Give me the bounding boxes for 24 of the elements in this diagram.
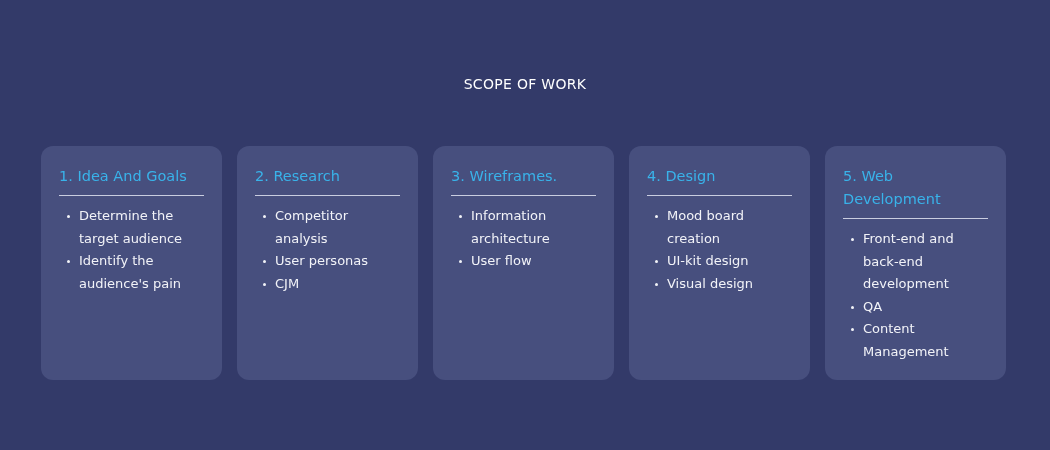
card-heading: 4. Design [647,165,792,196]
bullet-item: Identify the audience's pain [41,250,189,296]
card-heading: 2. Research [255,165,400,196]
bullet-item: Determine the target audience [41,205,189,251]
bullet-item: Mood board creation [629,205,777,251]
scope-card [629,146,810,380]
bullet-item: User flow [433,250,581,273]
bullet-item: Competitor analysis [237,205,385,251]
bullet-item: CJM [237,272,385,296]
diagram-title: SCOPE OF WORK [463,76,587,92]
bullet-item: Visual design [629,272,777,296]
scope-card [237,146,418,380]
bullet-item: QA [825,295,973,319]
card-heading: 1. Idea And Goals [59,165,204,196]
bullet-item: Information architecture [433,205,581,251]
scope-card [825,146,1006,380]
bullet-item: User personas [237,250,385,273]
bullet-item: Front-end and back-end development [825,228,973,296]
scope-card [41,146,222,380]
card-heading: 3. Wireframes. [451,165,596,196]
bullet-item: UI-kit design [629,250,777,273]
scope-card [433,146,614,380]
card-heading: 5. Web Development [843,165,988,219]
bullet-item: Content Management [825,318,973,364]
